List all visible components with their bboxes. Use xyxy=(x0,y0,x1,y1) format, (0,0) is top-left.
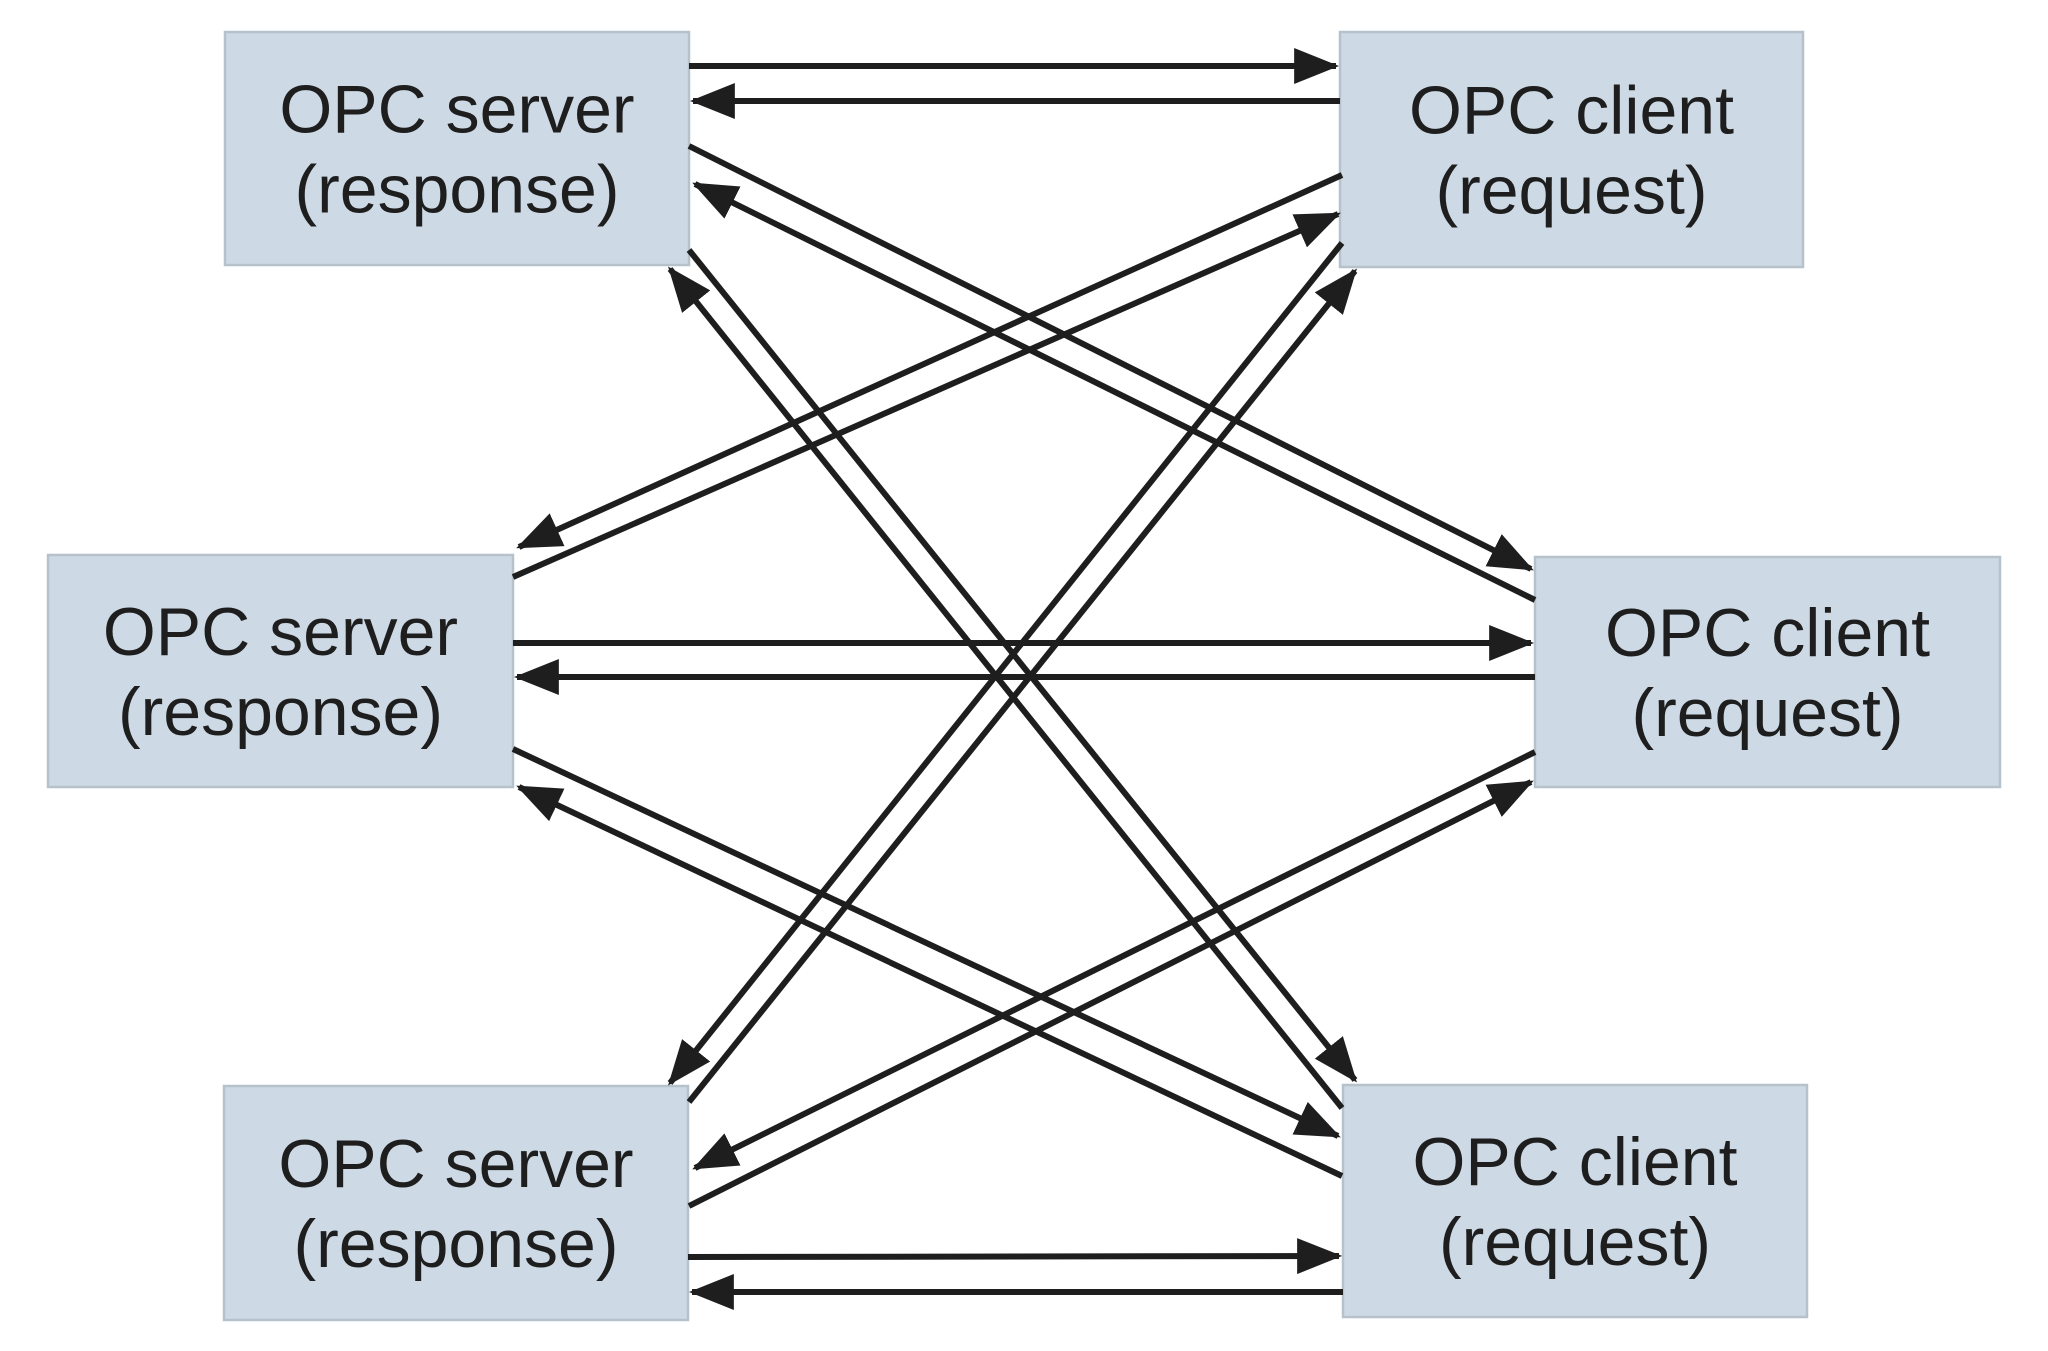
arrow-opc-server-top-to-opc-client-bottom xyxy=(686,248,1358,1083)
opc-server-bottom-box xyxy=(222,1084,690,1322)
arrow-opc-server-bottom-to-opc-client-top xyxy=(686,268,1358,1104)
opc-client-bottom-label-line1: OPC client xyxy=(1413,1124,1738,1200)
opc-client-top-label: OPC client(request) xyxy=(1409,73,1734,229)
node-opc-server-middle: OPC server(response) xyxy=(46,553,515,789)
opc-client-top-label-line1: OPC client xyxy=(1409,73,1734,149)
arrows-layer xyxy=(511,48,1537,1310)
opc-server-top-label: OPC server(response) xyxy=(279,72,634,228)
opc-client-top-label-line2: (request) xyxy=(1435,153,1707,229)
opc-client-middle-label: OPC client(request) xyxy=(1605,595,1930,751)
arrow-opc-server-bottom-to-opc-client-middle xyxy=(687,779,1534,1209)
opc-server-middle-label-line2: (response) xyxy=(118,674,443,750)
arrow-opc-server-middle-to-opc-client-bottom xyxy=(511,746,1341,1139)
node-opc-client-middle: OPC client(request) xyxy=(1533,555,2002,789)
opc-client-bottom-label: OPC client(request) xyxy=(1413,1124,1738,1280)
arrow-opc-client-top-to-opc-server-bottom xyxy=(667,241,1345,1086)
opc-client-top-box xyxy=(1338,30,1805,269)
opc-server-middle-box xyxy=(46,553,515,789)
nodes-layer: OPC server(response)OPC client(request)O… xyxy=(46,30,2002,1322)
opc-server-top-label-line1: OPC server xyxy=(279,72,634,148)
opc-client-middle-label-line2: (request) xyxy=(1631,675,1903,751)
opc-client-bottom-box xyxy=(1341,1083,1809,1319)
opc-server-middle-label: OPC server(response) xyxy=(103,594,458,750)
opc-client-middle-label-line1: OPC client xyxy=(1605,595,1930,671)
node-opc-server-top: OPC server(response) xyxy=(223,30,691,267)
arrow-opc-server-bottom-to-opc-client-bottom xyxy=(687,1238,1343,1275)
opc-server-bottom-label-line2: (response) xyxy=(293,1206,618,1282)
node-opc-server-bottom: OPC server(response) xyxy=(222,1084,690,1322)
opc-server-bottom-label-line1: OPC server xyxy=(278,1126,633,1202)
arrow-opc-client-bottom-to-opc-server-top xyxy=(667,266,1345,1110)
arrow-opc-client-middle-to-opc-server-bottom xyxy=(692,749,1537,1171)
opc-client-middle-box xyxy=(1533,555,2002,789)
node-opc-client-top: OPC client(request) xyxy=(1338,30,1805,269)
arrow-opc-server-top-to-opc-client-middle xyxy=(687,143,1534,572)
opc-server-bottom-label: OPC server(response) xyxy=(278,1126,633,1282)
opc-server-middle-label-line1: OPC server xyxy=(103,594,458,670)
node-opc-client-bottom: OPC client(request) xyxy=(1341,1083,1809,1319)
opc-server-top-label-line2: (response) xyxy=(294,152,619,228)
opc-server-top-box xyxy=(223,30,691,267)
opc-client-bottom-label-line2: (request) xyxy=(1439,1204,1711,1280)
arrow-opc-server-middle-to-opc-client-top xyxy=(511,211,1341,580)
arrow-opc-client-bottom-to-opc-server-middle xyxy=(516,784,1344,1179)
arrow-opc-client-middle-to-opc-server-top xyxy=(692,181,1537,603)
arrow-opc-client-top-to-opc-server-middle xyxy=(516,172,1344,550)
